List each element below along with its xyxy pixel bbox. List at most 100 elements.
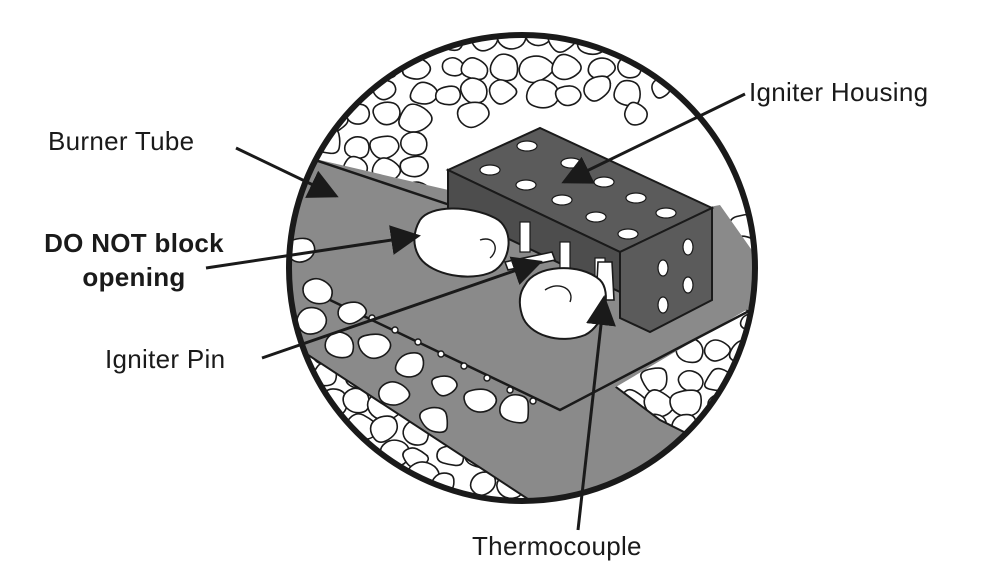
- stone: [289, 127, 311, 157]
- stone: [341, 441, 366, 462]
- stone: [611, 35, 637, 53]
- stone: [736, 415, 755, 444]
- stone: [761, 311, 787, 335]
- stone: [321, 442, 348, 465]
- stone-front-large: [518, 267, 607, 340]
- do-not-block-warning: DO NOT block opening: [16, 226, 252, 294]
- stone: [766, 29, 793, 50]
- stone: [646, 35, 672, 47]
- stone: [289, 51, 320, 80]
- stone: [398, 103, 433, 133]
- stone: [736, 55, 755, 80]
- stone: [763, 51, 789, 77]
- stone: [766, 262, 794, 285]
- stone: [289, 368, 310, 391]
- stone: [583, 75, 612, 102]
- stone-at-opening: [413, 207, 510, 278]
- stone: [498, 393, 530, 424]
- stone: [351, 57, 376, 81]
- warning-line-2: opening: [82, 262, 186, 292]
- stone: [289, 422, 311, 445]
- thermocouple-label: Thermocouple: [472, 531, 642, 561]
- stone-media-front: [289, 237, 530, 434]
- stone: [434, 85, 462, 106]
- stone: [337, 301, 368, 325]
- stone: [343, 136, 370, 159]
- stone: [731, 35, 755, 47]
- magnifier-circle: [286, 32, 758, 504]
- stone: [372, 101, 401, 126]
- magnified-view: [289, 29, 797, 501]
- stone: [525, 79, 560, 109]
- thermocouple-leader: [576, 295, 616, 531]
- leader-lines: [205, 92, 746, 531]
- stone: [705, 49, 733, 74]
- stone: [289, 35, 311, 52]
- stone: [738, 129, 755, 155]
- stone: [761, 291, 788, 314]
- stone: [369, 415, 399, 444]
- stone: [773, 138, 795, 158]
- stone: [769, 466, 793, 489]
- stone: [309, 47, 346, 77]
- stone: [324, 331, 355, 359]
- stone: [302, 277, 333, 305]
- stone: [357, 333, 392, 360]
- stone: [670, 35, 699, 47]
- stone: [772, 392, 793, 411]
- stone: [764, 192, 790, 210]
- stone: [763, 156, 795, 179]
- stone: [296, 306, 328, 335]
- igniter-housing-leader: [561, 92, 746, 184]
- stone: [431, 375, 458, 397]
- stone: [518, 55, 555, 84]
- stone: [405, 35, 432, 51]
- stone: [399, 155, 429, 178]
- stone: [762, 338, 797, 364]
- stone: [289, 447, 317, 471]
- stone: [764, 234, 797, 257]
- stone: [587, 57, 617, 81]
- stone: [739, 105, 755, 125]
- stone: [378, 381, 411, 406]
- stone: [488, 79, 518, 105]
- stone: [409, 81, 439, 105]
- stone: [729, 394, 755, 421]
- stone: [394, 351, 425, 378]
- stone: [613, 79, 641, 107]
- igniter-pin-label: Igniter Pin: [105, 344, 226, 374]
- burner-tube-leader: [235, 146, 339, 198]
- stone: [677, 369, 704, 393]
- stone: [463, 388, 498, 413]
- stone: [699, 441, 733, 471]
- stone: [316, 473, 343, 498]
- igniter-pin-leader: [261, 256, 543, 360]
- stone: [706, 465, 739, 494]
- stone: [337, 35, 375, 50]
- stone: [733, 447, 755, 471]
- stone: [766, 112, 792, 134]
- stone: [640, 367, 668, 394]
- igniter-housing-shape: [445, 126, 715, 334]
- warning-leader: [205, 225, 421, 270]
- warning-line-1: DO NOT block: [44, 228, 224, 258]
- stone: [679, 51, 706, 75]
- burner-tube-label: Burner Tube: [48, 126, 195, 156]
- stone: [368, 471, 401, 499]
- stone: [419, 406, 449, 434]
- stone: [460, 57, 489, 81]
- stone: [705, 35, 735, 55]
- stone: [623, 101, 648, 126]
- stone: [313, 85, 340, 111]
- stone: [761, 362, 789, 385]
- stone: [459, 77, 488, 105]
- stone: [768, 448, 791, 467]
- stone: [703, 339, 732, 362]
- igniter-housing-label: Igniter Housing: [749, 77, 929, 107]
- stone: [289, 388, 310, 411]
- stone: [289, 101, 317, 129]
- stone: [311, 35, 340, 55]
- stone: [766, 422, 794, 446]
